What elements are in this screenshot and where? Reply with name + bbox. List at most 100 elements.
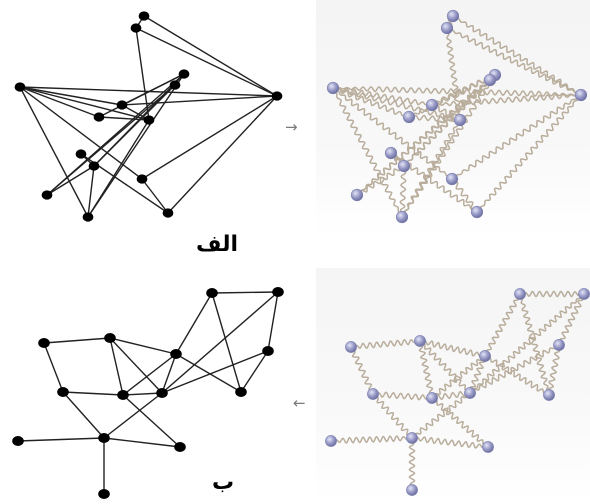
- spring-edge: [469, 355, 486, 394]
- spring-bead: [483, 73, 497, 87]
- graph-edge: [87, 73, 185, 218]
- right-arrow-icon: →: [285, 118, 298, 136]
- graph-node: [206, 288, 218, 298]
- graph-edge: [161, 350, 269, 394]
- graph-edge: [121, 95, 278, 106]
- spring-bead: [397, 159, 411, 173]
- graph-node: [143, 115, 155, 125]
- graph-edge: [122, 353, 177, 396]
- spring-edge: [403, 79, 491, 167]
- spring-edge: [332, 87, 410, 118]
- spring-bead: [445, 172, 459, 186]
- graph-node: [98, 433, 110, 443]
- spring-bead: [446, 9, 460, 23]
- spring-edge: [558, 293, 585, 346]
- graph-a-tangled: [14, 11, 283, 222]
- spring-edge: [519, 290, 585, 298]
- spring-edge: [476, 94, 582, 213]
- spring-edge: [408, 114, 461, 123]
- graph-node: [41, 190, 53, 200]
- graph-node: [98, 489, 110, 499]
- spring-edge: [469, 293, 585, 394]
- graph-edge: [109, 337, 177, 355]
- graph-edge: [109, 337, 124, 396]
- spring-edge: [419, 340, 486, 357]
- spring-bead: [426, 392, 438, 404]
- graph-edge: [19, 86, 89, 218]
- spring-edge: [452, 15, 582, 96]
- spring-bead: [574, 88, 588, 102]
- graph-edge: [211, 292, 242, 393]
- graph-edge: [161, 353, 177, 394]
- spring-edge: [356, 79, 491, 196]
- left-arrow-icon: ←: [293, 394, 306, 412]
- spring-edge: [431, 355, 486, 399]
- graph-edge: [135, 27, 278, 97]
- spring-edge: [431, 390, 471, 401]
- spring-edge: [372, 393, 413, 439]
- graph-node: [117, 390, 129, 400]
- graph-edge: [87, 165, 95, 218]
- graph-edge: [141, 95, 278, 180]
- spring-edge: [469, 344, 560, 394]
- spring-bead: [482, 441, 494, 453]
- spring-bead: [440, 21, 454, 35]
- graph-edge: [161, 291, 279, 394]
- graph-node: [104, 333, 116, 343]
- spring-bead: [425, 98, 439, 112]
- spring-bead: [325, 435, 337, 447]
- spring-edge: [519, 293, 550, 396]
- spring-edge: [350, 339, 421, 349]
- graph-node: [116, 100, 128, 110]
- spring-bead: [384, 146, 398, 160]
- graph-edge: [43, 337, 111, 344]
- spring-edge: [451, 178, 478, 213]
- spring-network-b: [325, 288, 590, 496]
- graph-edge: [122, 392, 163, 396]
- spring-edge: [332, 87, 403, 218]
- graph-edge: [211, 291, 279, 294]
- graph-node: [235, 387, 247, 397]
- graph-edge: [93, 84, 176, 167]
- spring-edge: [372, 391, 433, 401]
- graph-node: [75, 149, 87, 159]
- spring-edge: [411, 436, 489, 449]
- graph-node: [82, 212, 94, 222]
- spring-edge: [419, 340, 471, 394]
- graph-node: [169, 80, 181, 90]
- graph-edge: [103, 392, 163, 439]
- graph-edge: [240, 350, 269, 393]
- graph-edge: [43, 342, 64, 393]
- spring-bead: [553, 339, 565, 351]
- graph-edge: [109, 337, 163, 394]
- spring-panel-b-background: [316, 268, 590, 504]
- graph-edge: [141, 178, 169, 214]
- graph-edge: [46, 165, 95, 196]
- graph-edge: [122, 394, 181, 448]
- spring-bead: [345, 341, 357, 353]
- graph-node: [262, 346, 274, 356]
- spring-edge: [399, 165, 407, 218]
- graph-edge: [62, 391, 105, 439]
- graph-node: [174, 442, 186, 452]
- spring-bead: [350, 188, 364, 202]
- graph-b-untangled: [12, 287, 284, 499]
- spring-edge: [411, 392, 471, 439]
- graph-node: [136, 174, 148, 184]
- spring-bead: [470, 205, 484, 219]
- spring-bead: [543, 389, 555, 401]
- graph-node: [93, 112, 105, 122]
- graph-node: [272, 287, 284, 297]
- graph-node: [170, 349, 182, 359]
- graph-node: [14, 82, 26, 92]
- graph-node: [130, 23, 142, 33]
- graph-node: [156, 388, 168, 398]
- spring-edge: [332, 87, 461, 121]
- spring-edge: [547, 344, 561, 396]
- spring-bead: [326, 81, 340, 95]
- spring-bead: [578, 288, 590, 300]
- graph-node: [38, 338, 50, 348]
- graph-node: [271, 91, 283, 101]
- spring-bead: [402, 110, 416, 124]
